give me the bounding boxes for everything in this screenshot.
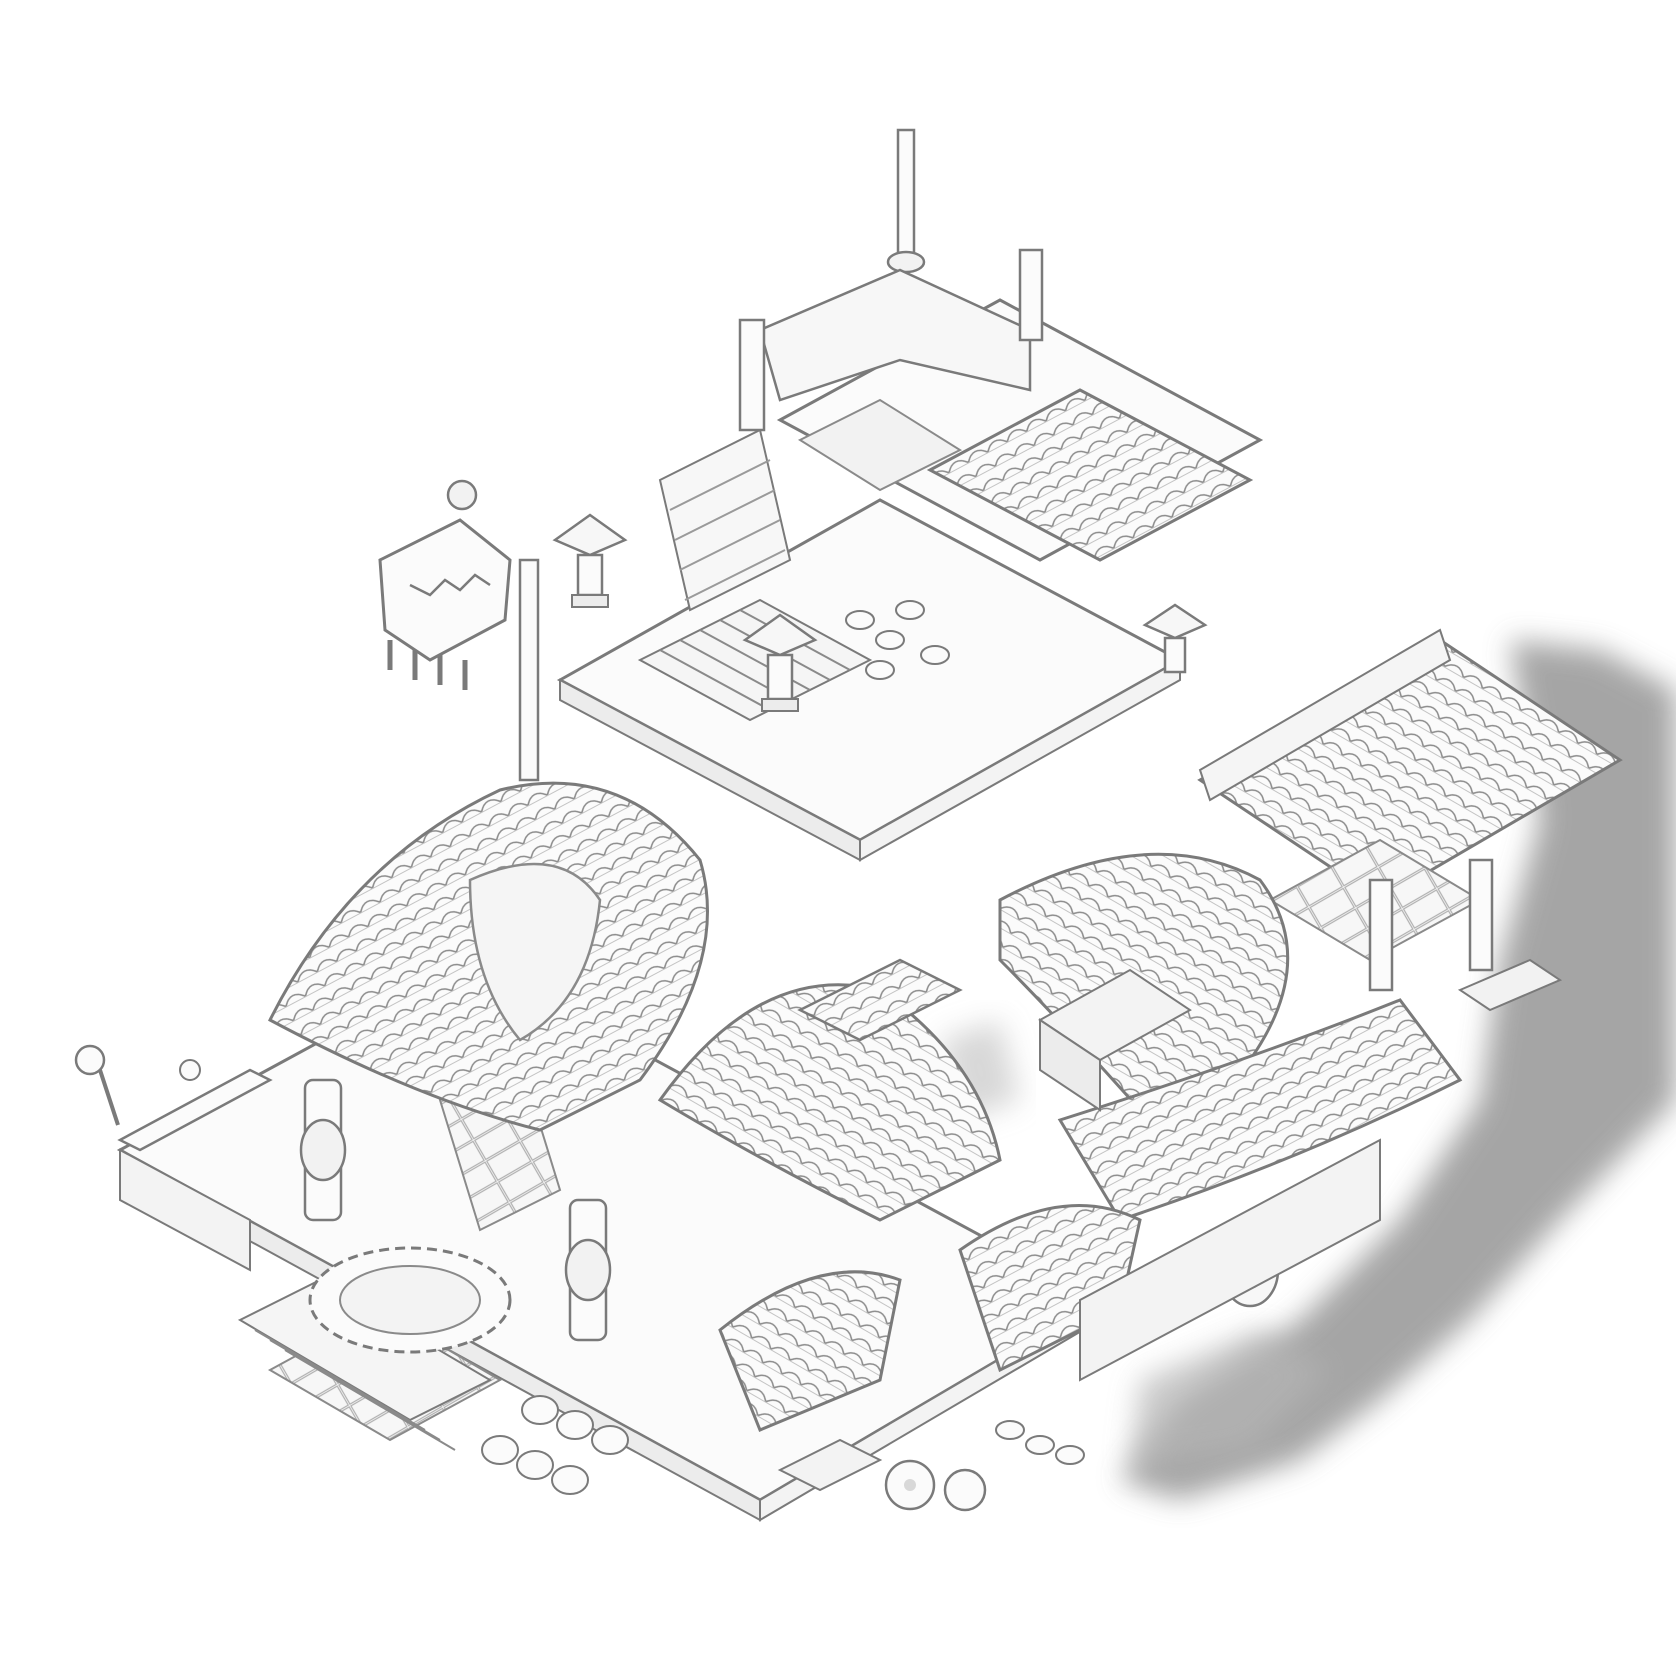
wheel-icon — [884, 1459, 987, 1512]
pagoda-lantern-icon — [742, 613, 818, 712]
upper-stairs — [637, 428, 873, 722]
barrel-stack — [481, 1395, 629, 1495]
upper-terrace — [556, 128, 1264, 862]
banner-icon — [738, 248, 1044, 432]
cast-shadow — [940, 640, 1676, 1500]
flagpole-icon — [886, 128, 926, 274]
pagoda-lantern-icon — [552, 513, 628, 608]
main-hall — [74, 781, 1142, 1522]
front-props — [481, 1395, 1085, 1512]
banner-icon — [378, 479, 540, 782]
front-stairs — [237, 1278, 493, 1451]
gear-ornament-icon — [308, 1246, 512, 1354]
pot-cluster — [845, 600, 950, 680]
curved-roof-walkway — [998, 852, 1463, 1222]
pagoda-lantern-icon — [1142, 603, 1208, 674]
right-pavilion — [1197, 628, 1623, 1012]
pot-cluster — [995, 1420, 1085, 1465]
